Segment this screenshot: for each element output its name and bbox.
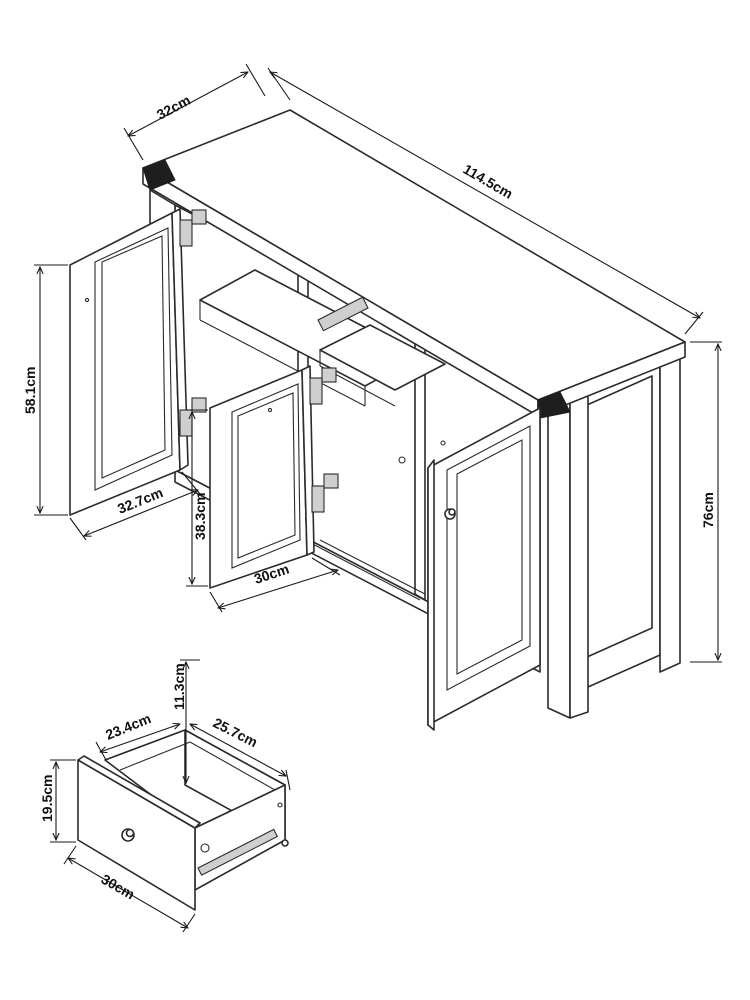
hinge-icon xyxy=(191,209,207,225)
label-drawer-inner-width: 23.4cm xyxy=(103,710,153,743)
label-door-height: 58.1cm xyxy=(22,367,38,414)
hinge-icon xyxy=(191,397,207,413)
drawer-hole xyxy=(277,802,283,808)
door-right-inset xyxy=(456,439,523,675)
interior-shelf-middle xyxy=(319,324,446,391)
drawer-front-top xyxy=(77,755,201,829)
extension-line xyxy=(245,63,266,97)
extension-line xyxy=(182,913,196,933)
hinge-icon xyxy=(309,377,323,405)
hinge-icon xyxy=(311,485,325,513)
drawer-hole xyxy=(200,843,210,853)
door-right-edge xyxy=(427,459,435,731)
front-leg-right-face xyxy=(569,394,589,719)
door-middle-panel xyxy=(231,383,301,569)
label-drawer-inner-height: 11.3cm xyxy=(171,663,187,710)
front-leg-right xyxy=(547,399,571,719)
shelf-pin-hole xyxy=(398,456,406,464)
label-drawer-front-width: 30cm xyxy=(99,871,138,903)
hinge-icon xyxy=(321,367,337,383)
extension-line xyxy=(69,517,87,541)
dim-depth-line xyxy=(128,72,248,136)
label-inner-height: 38.3cm xyxy=(192,493,208,540)
hinge-icon xyxy=(179,219,193,247)
extension-line xyxy=(684,311,704,335)
label-width: 114.5cm xyxy=(461,161,516,202)
door-left-hole xyxy=(84,297,90,303)
door-middle-inset xyxy=(237,392,296,559)
label-drawer-front-height: 19.5cm xyxy=(39,775,55,822)
extension-line xyxy=(209,591,223,613)
bottom-rail xyxy=(304,539,421,601)
door-left-panel xyxy=(94,227,173,491)
door-left-inset xyxy=(101,235,166,479)
runner-end-icon xyxy=(281,839,289,847)
label-drawer-inner-depth: 25.7cm xyxy=(211,714,261,750)
door-middle-edge xyxy=(301,365,315,556)
drawer-knob-face xyxy=(125,828,135,838)
dim-width-line xyxy=(270,72,700,318)
door-right-knob-face xyxy=(448,508,456,516)
shelf-edge xyxy=(199,319,366,407)
right-side-inner-panel xyxy=(586,375,653,658)
door-left-edge xyxy=(171,208,189,471)
drawer-runner-icon xyxy=(197,828,279,876)
sideboard-cabinet xyxy=(69,109,686,731)
dim-drawer-inner-width-line xyxy=(100,724,180,752)
dim-drawer-inner-depth-line xyxy=(190,724,286,776)
label-depth: 32cm xyxy=(154,92,193,123)
shelf-pin-hole xyxy=(440,440,446,446)
dim-door-width-line xyxy=(84,490,198,536)
door-right-panel xyxy=(446,425,531,691)
label-height: 76cm xyxy=(700,492,716,528)
extension-line xyxy=(63,845,77,865)
bottom-rail xyxy=(319,539,426,595)
door-middle-hole xyxy=(267,407,273,413)
hinge-icon xyxy=(179,409,193,437)
top-band-left xyxy=(142,159,176,191)
extension-line xyxy=(285,769,291,791)
dim-drawer-front-width-line xyxy=(68,858,188,928)
back-leg-right xyxy=(659,351,681,673)
dim-inner-width-line xyxy=(218,570,338,608)
hinge-icon xyxy=(323,473,339,489)
door-middle-open xyxy=(209,369,308,589)
dimension-lines xyxy=(34,63,722,933)
